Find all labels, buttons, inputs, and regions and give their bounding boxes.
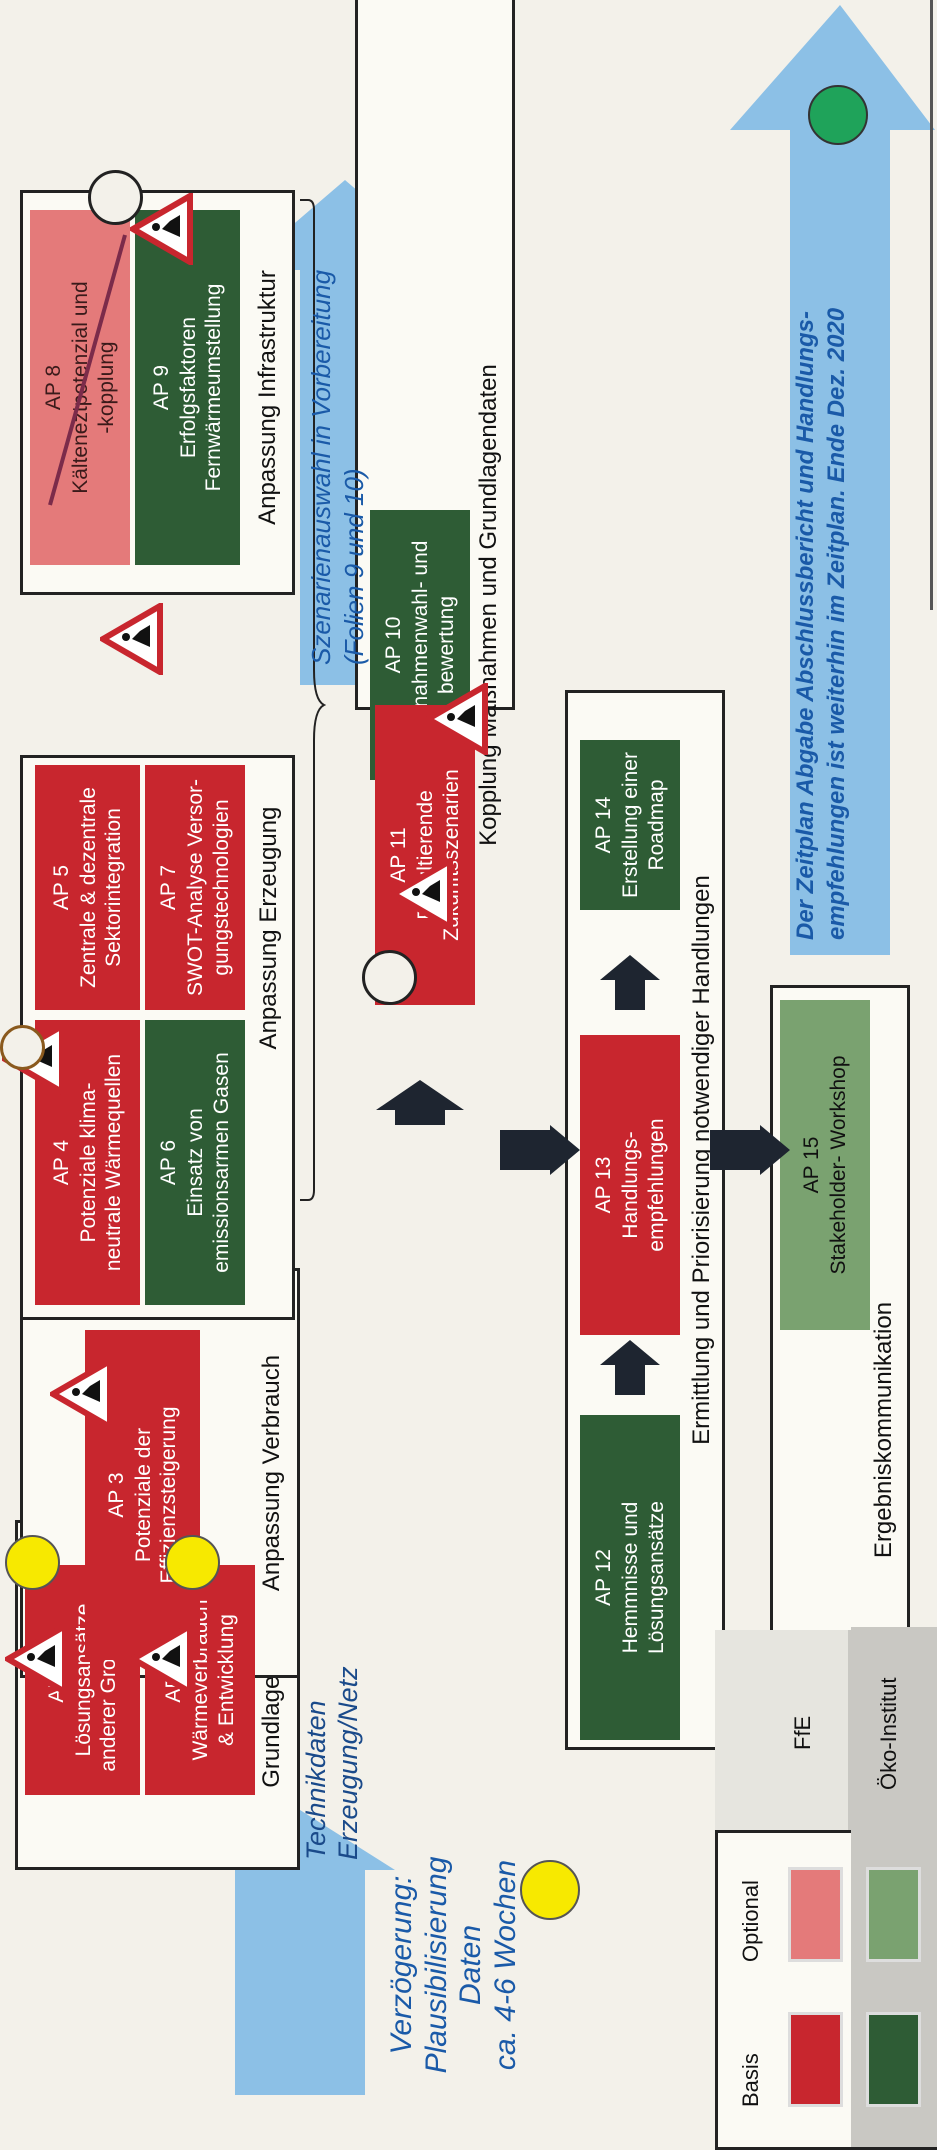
- legend-swatch-basis-ffe: [788, 2012, 843, 2107]
- ap8-strikethrough: [48, 234, 127, 506]
- construction-warning-icon: [5, 1623, 68, 1695]
- arrow-handlungen-down: [710, 1125, 790, 1175]
- legend-swatch-basis-oeko: [866, 2012, 921, 2107]
- construction-warning-icon: [390, 858, 453, 930]
- status-circle-empty: [0, 1025, 45, 1070]
- technikdaten-arrow: [205, 1810, 395, 2095]
- legend-label-oeko: Öko-Institut: [876, 1677, 901, 1790]
- szenarienauswahl-label: Szenarienauswahl in Vorbereitung (Folien…: [306, 269, 369, 665]
- status-circle-empty: [362, 950, 417, 1005]
- construction-warning-icon: [130, 193, 193, 265]
- page-edge-line: [930, 0, 933, 610]
- arrow-ap10-ap11: [376, 1080, 464, 1125]
- szenarienauswahl-arrow: [240, 180, 450, 685]
- legend-ffe-band: [715, 1630, 848, 1830]
- zeitplan-label: Der Zeitplan Abgabe Abschlussbericht und…: [792, 307, 851, 940]
- construction-warning-icon: [130, 1623, 193, 1695]
- construction-warning-icon: [425, 683, 488, 755]
- verzoegerung-label: Verzögerung: Plausibilisierung Daten ca.…: [385, 1856, 522, 2074]
- construction-warning-icon: [50, 1358, 113, 1430]
- status-circle-yellow: [165, 1535, 220, 1590]
- status-circle-yellow: [520, 1860, 580, 1920]
- legend-header-basis: Basis: [738, 2053, 763, 2107]
- construction-warning-icon: [100, 603, 163, 675]
- zeitplan-arrow: [730, 5, 935, 955]
- legend-swatch-optional-oeko: [866, 1867, 921, 1962]
- status-circle-green: [808, 85, 868, 145]
- legend-label-ffe: FfE: [790, 1715, 815, 1750]
- arrow-kopplung-down: [500, 1125, 580, 1175]
- technikdaten-label: Technikdaten Erzeugung/Netz: [301, 1666, 364, 1860]
- legend-header-optional: Optional: [738, 1880, 763, 1962]
- legend: Basis Optional: [715, 1627, 937, 2150]
- status-circle-yellow: [5, 1535, 60, 1590]
- legend-swatch-optional-ffe: [788, 1867, 843, 1962]
- arrow-ap13-ap14: [600, 955, 660, 1010]
- group-brace: [300, 199, 326, 1201]
- arrow-ap12-ap13: [600, 1340, 660, 1395]
- status-circle-empty: [88, 170, 143, 225]
